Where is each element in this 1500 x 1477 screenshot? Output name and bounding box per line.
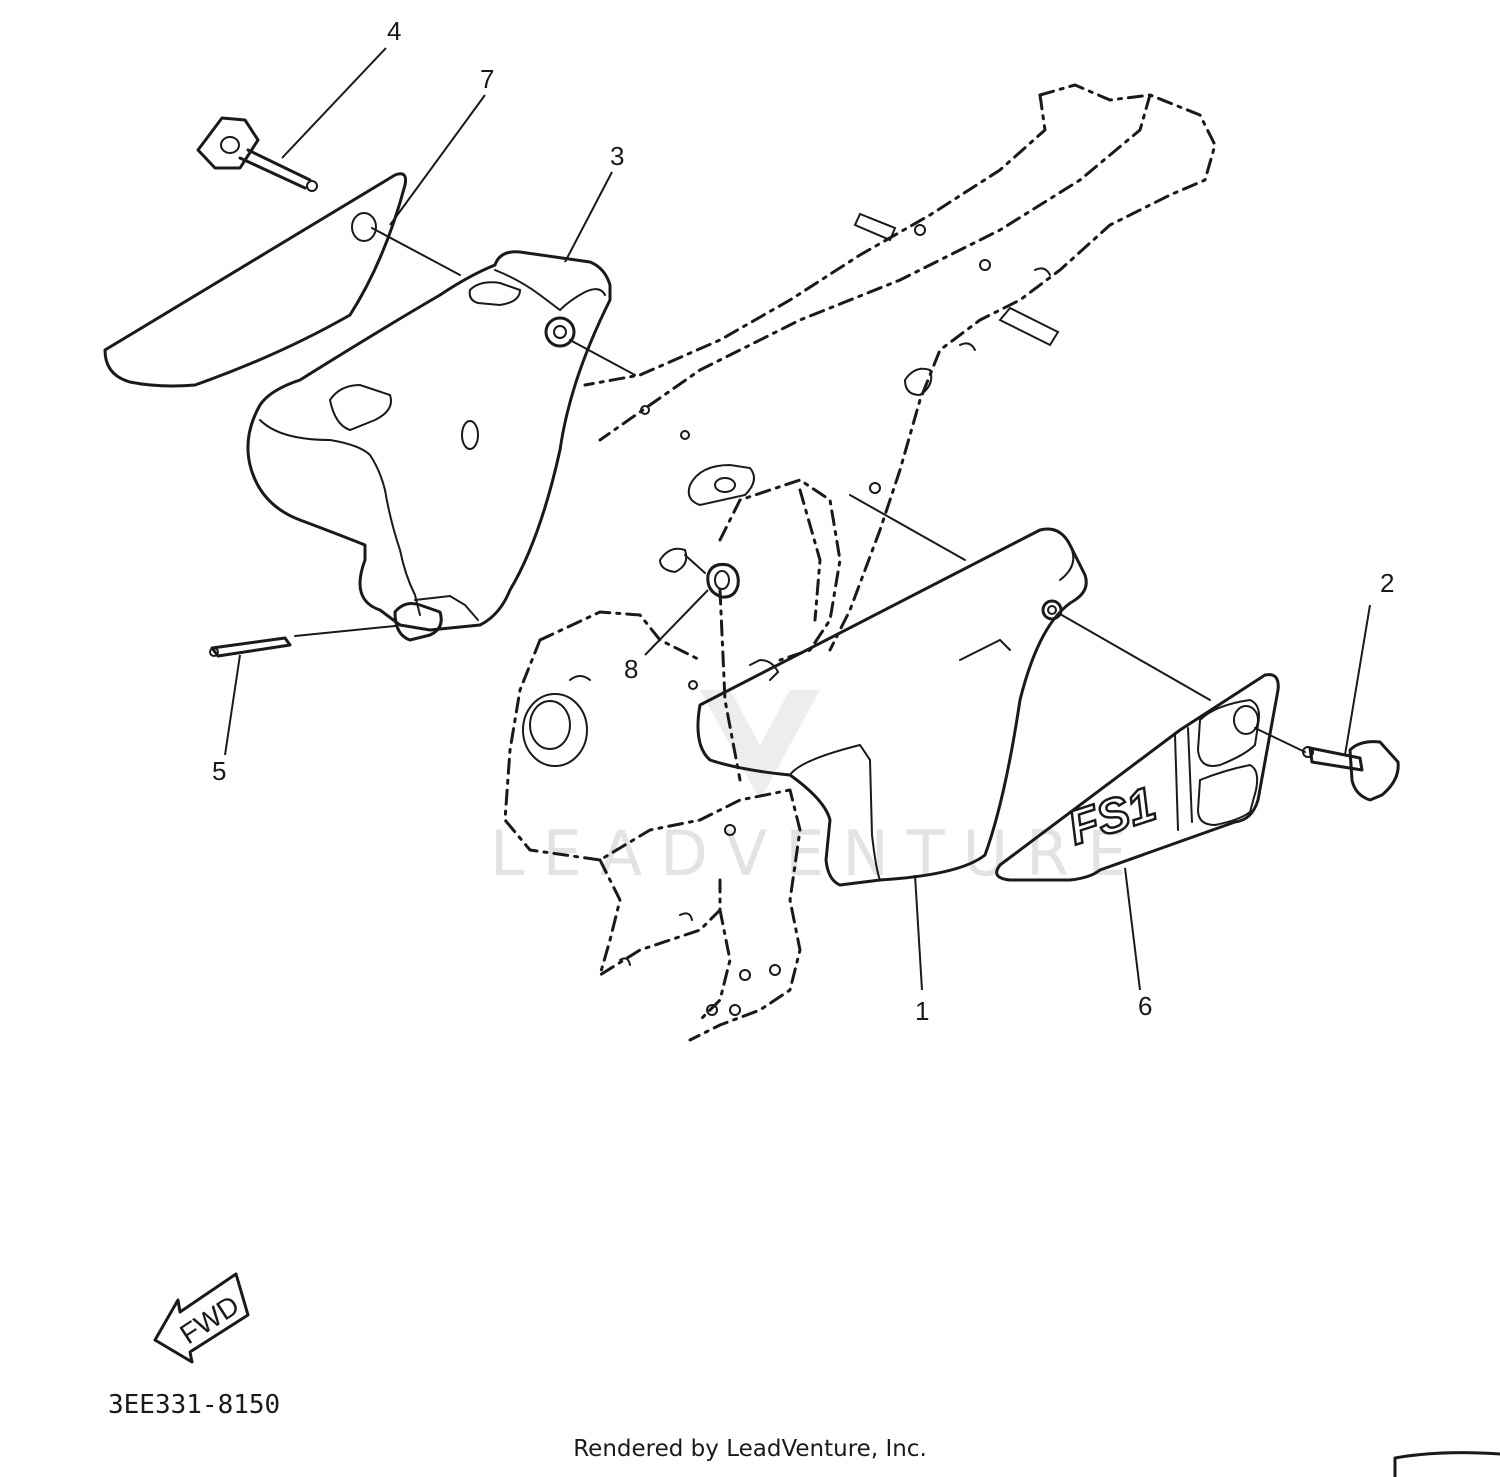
pin-5 <box>209 636 292 658</box>
left-decal <box>103 172 407 388</box>
callout-4: 4 <box>387 16 401 46</box>
right-side-cover <box>696 527 1088 887</box>
bushing-8 <box>706 563 780 681</box>
drawing-code: 3EE331-8150 <box>108 1390 280 1420</box>
callout-leaders <box>224 47 1371 991</box>
callout-numbers: 1 2 3 4 5 6 7 8 <box>212 16 1394 1026</box>
leadventure-watermark: LEADVENTURE <box>490 690 1144 890</box>
callout-6: 6 <box>1138 991 1152 1021</box>
render-credit: Rendered by LeadVenture, Inc. <box>573 1436 927 1462</box>
callout-2: 2 <box>1380 568 1394 598</box>
left-side-cover <box>246 250 612 642</box>
callout-7: 7 <box>480 64 494 94</box>
knob-screw-2 <box>1302 740 1400 802</box>
callout-8: 8 <box>624 654 638 684</box>
callout-5: 5 <box>212 756 226 786</box>
callout-1: 1 <box>915 996 929 1026</box>
corner-mark <box>1393 1451 1500 1477</box>
knob-screw-4 <box>196 116 318 192</box>
frame-outline <box>503 83 1217 1042</box>
forward-direction-arrow: FWD <box>153 1272 250 1364</box>
watermark-text: LEADVENTURE <box>490 817 1144 890</box>
decal-fs1-text: FS1 <box>1062 778 1162 856</box>
assembly-guide-lines <box>294 227 1306 753</box>
callout-3: 3 <box>610 141 624 171</box>
